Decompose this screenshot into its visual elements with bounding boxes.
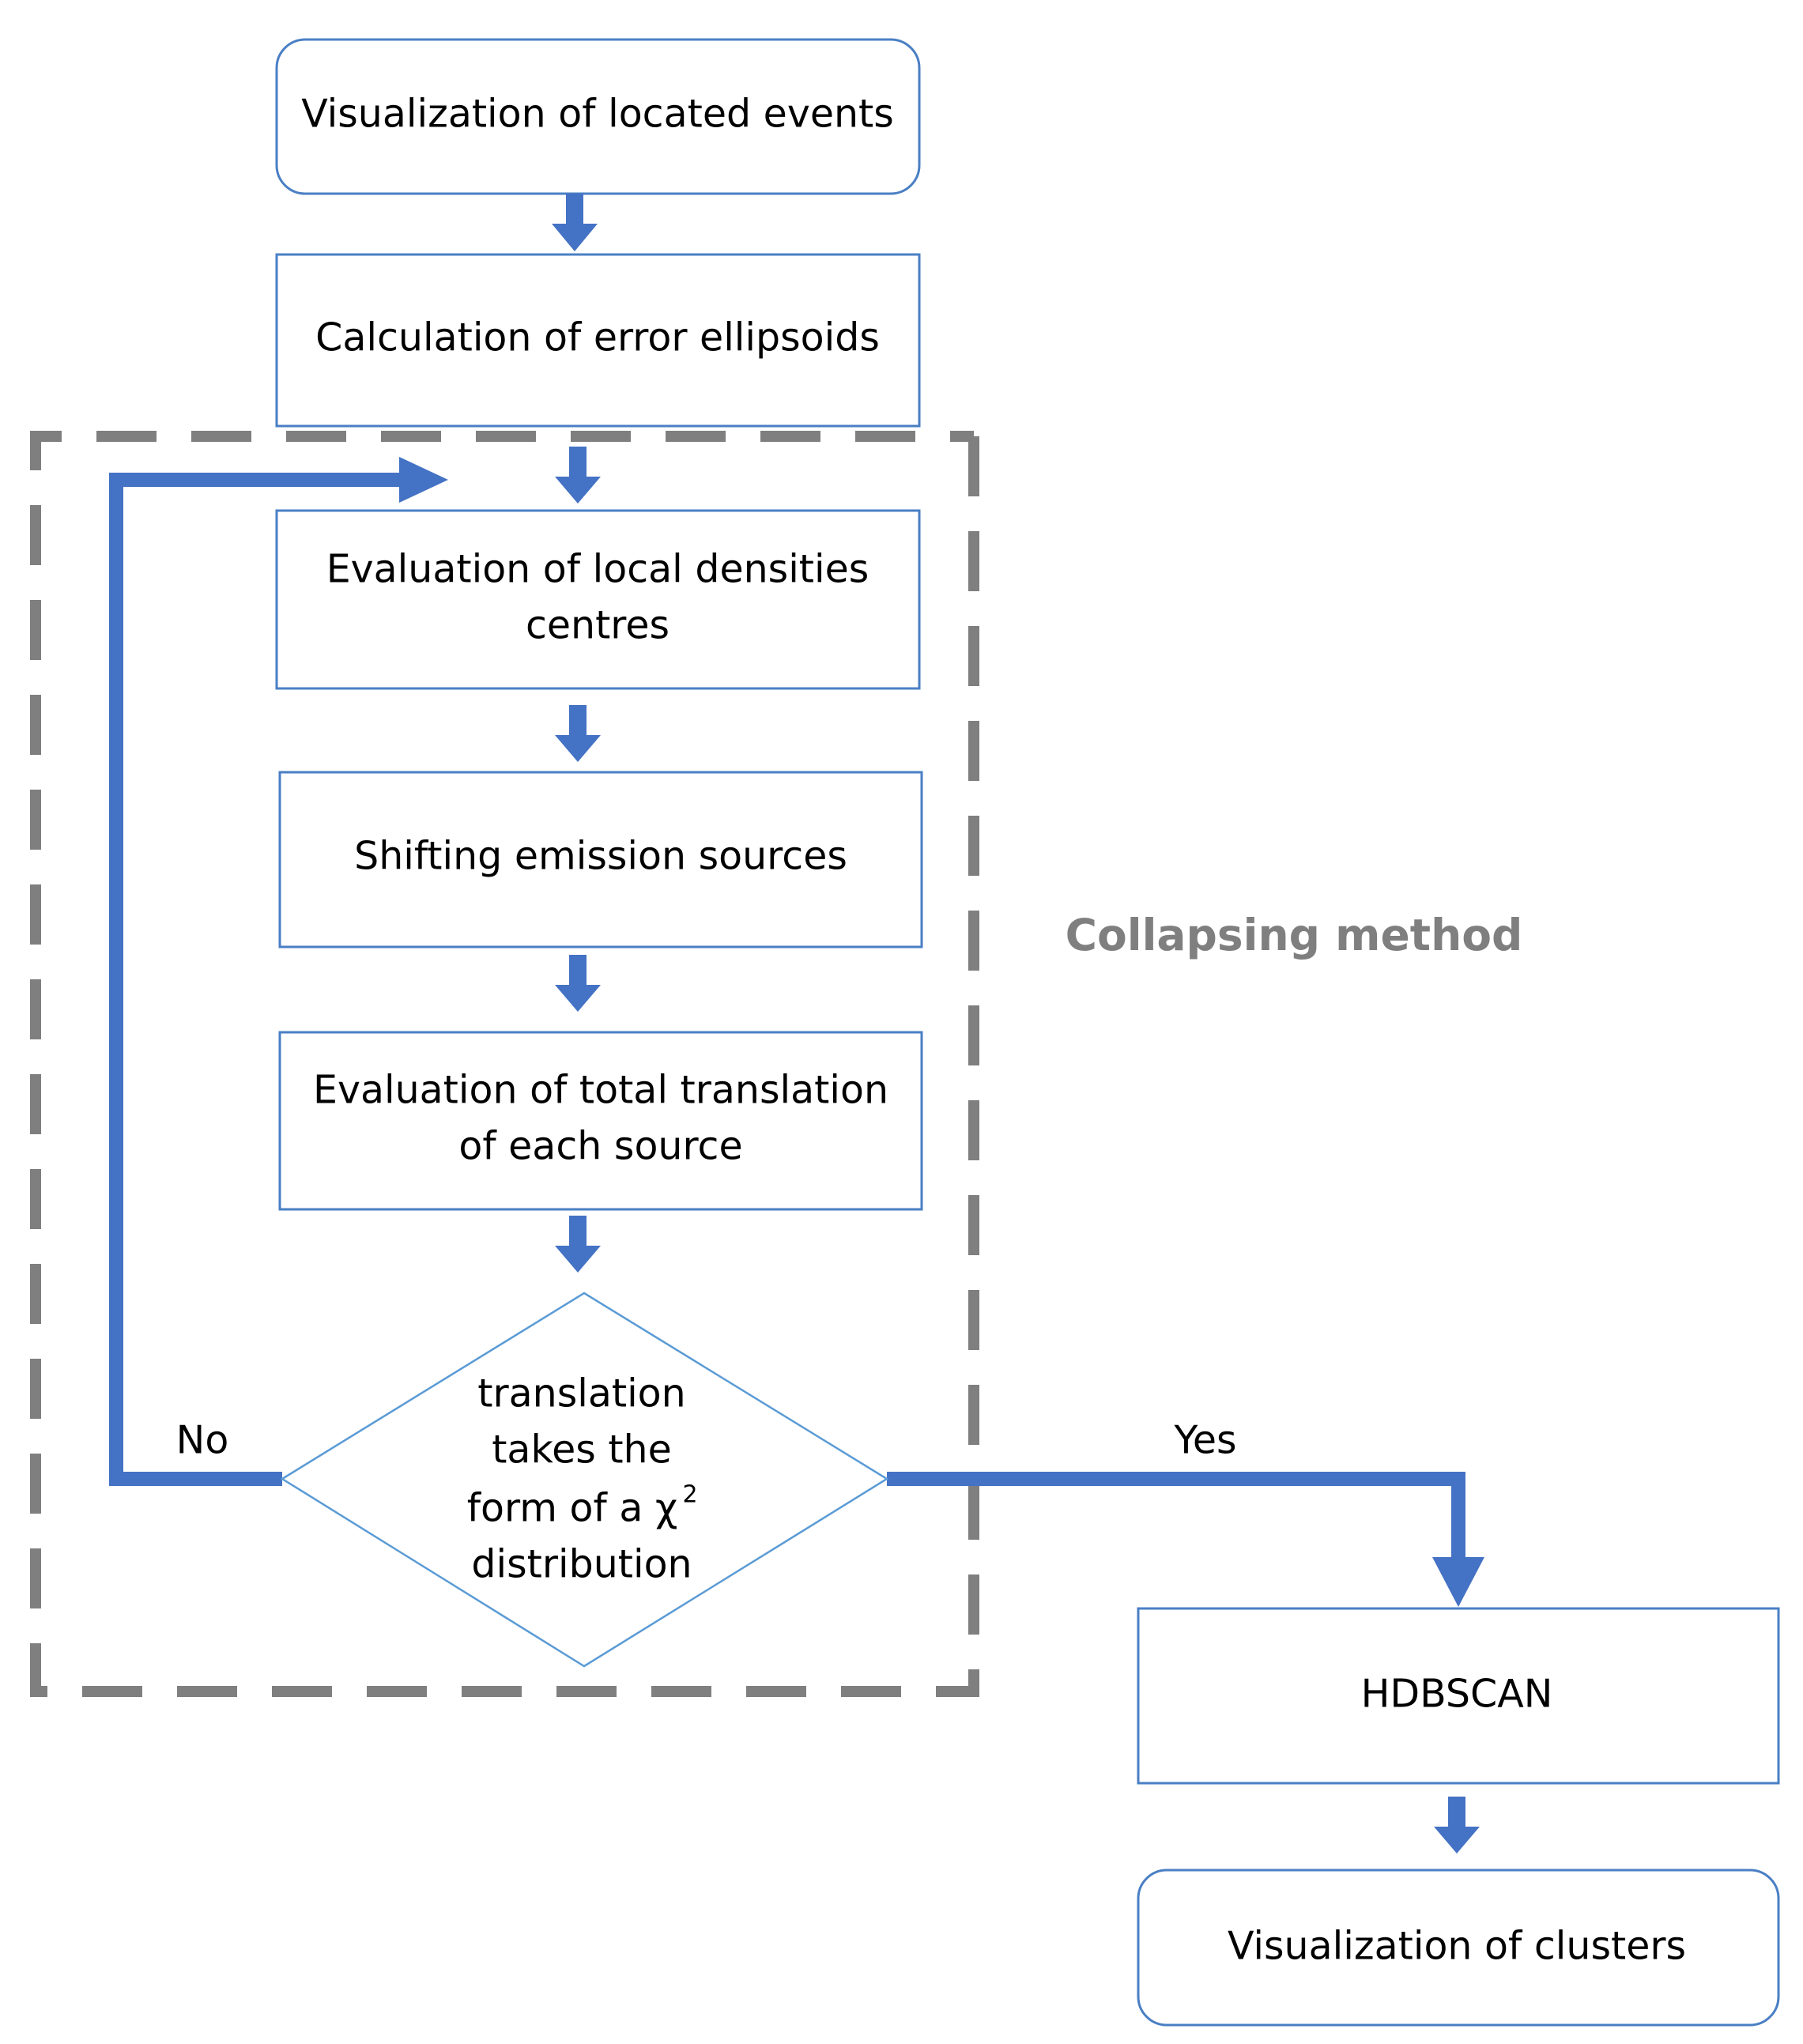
node-error-ellipsoids-label: Calculation of error ellipsoids — [315, 315, 880, 360]
arrow-shaft-3 — [569, 705, 587, 737]
node-total-translation-line2: of each source — [458, 1124, 742, 1169]
arrow-head-1 — [552, 224, 598, 251]
node-visualization-clusters — [1137, 1869, 1780, 2027]
arrow-head-6 — [1434, 1827, 1480, 1854]
arrow-shaft-2 — [569, 447, 587, 478]
node-total-translation — [278, 1031, 923, 1211]
decision-line2: takes the — [492, 1427, 672, 1473]
decision-line4: distribution — [471, 1542, 692, 1587]
node-visualization-clusters-label: Visualization of clusters — [1228, 1924, 1686, 1969]
node-shifting-sources-label: Shifting emission sources — [354, 834, 847, 879]
no-label: No — [176, 1418, 229, 1463]
arrow-head-4 — [555, 985, 601, 1012]
no-loop-connector — [109, 473, 403, 1486]
arrow-shaft-4 — [569, 955, 587, 986]
arrow-shaft-6 — [1448, 1797, 1465, 1828]
arrow-head-2 — [555, 477, 601, 503]
arrow-shaft-1 — [566, 194, 583, 225]
node-error-ellipsoids — [275, 253, 921, 428]
node-local-densities — [275, 509, 921, 690]
node-visualization-events-label: Visualization of located events — [301, 92, 894, 137]
yes-connector — [887, 1472, 1465, 1561]
no-loop-arrowhead — [399, 457, 448, 503]
decision-diamond — [280, 1292, 889, 1668]
arrow-head-5 — [555, 1246, 601, 1273]
node-local-densities-line1: Evaluation of local densities — [326, 547, 869, 592]
collapsing-method-label: Collapsing method — [1066, 910, 1523, 960]
arrow-shaft-5 — [569, 1216, 587, 1247]
node-local-densities-line2: centres — [526, 603, 670, 648]
node-visualization-events — [275, 38, 921, 195]
yes-arrowhead — [1432, 1557, 1484, 1607]
collapsing-method-group-border — [30, 431, 979, 1697]
node-total-translation-line1: Evaluation of total translation — [313, 1068, 888, 1113]
arrow-head-3 — [555, 735, 601, 762]
decision-superscript: 2 — [682, 1481, 697, 1509]
node-hdbscan — [1137, 1607, 1780, 1785]
yes-label: Yes — [1173, 1418, 1236, 1463]
decision-line1: translation — [477, 1371, 685, 1416]
decision-line3: form of a χ — [467, 1486, 678, 1531]
node-hdbscan-label: HDBSCAN — [1361, 1672, 1553, 1717]
node-shifting-sources — [278, 771, 923, 948]
